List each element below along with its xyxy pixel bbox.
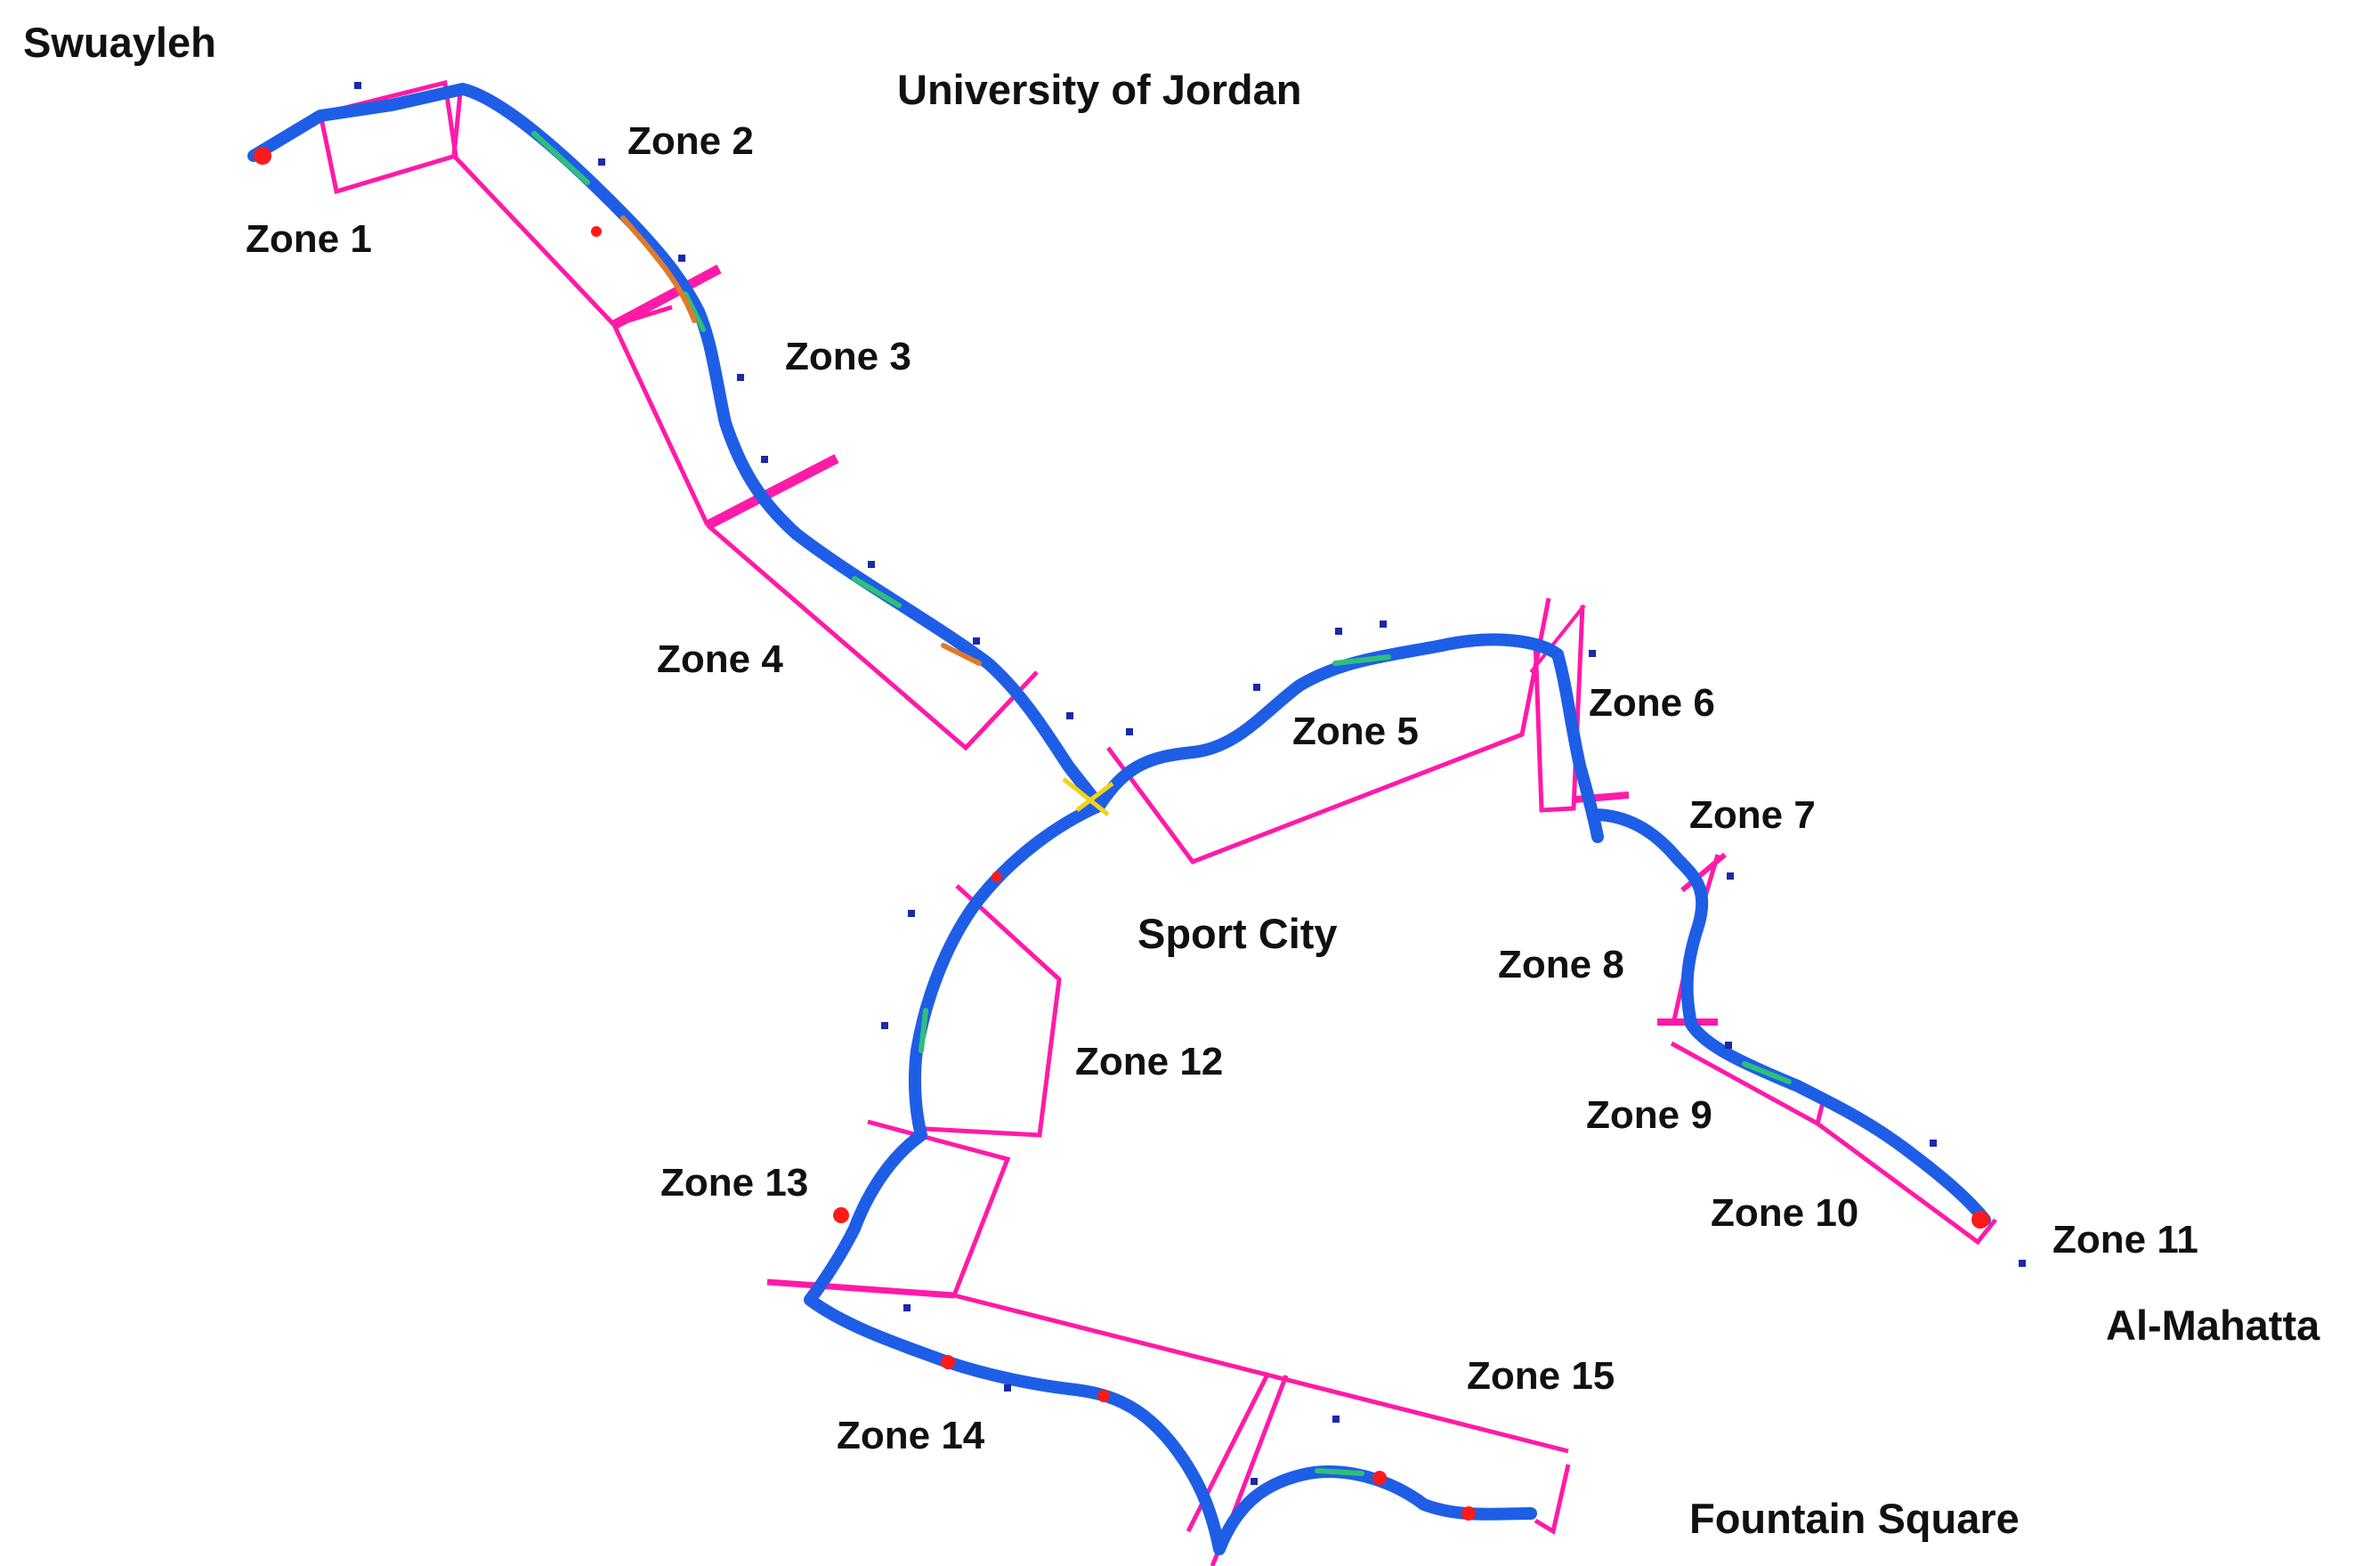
- zone-label-10: Zone 10: [1711, 1191, 1858, 1235]
- orange-zone4: [941, 643, 982, 666]
- zone-label-14: Zone 14: [837, 1414, 985, 1457]
- scatter-point: [1332, 1416, 1340, 1423]
- scatter-point: [2019, 1260, 2026, 1267]
- junction-yellow-1: [1062, 777, 1110, 816]
- zone-label-7: Zone 7: [1689, 793, 1816, 837]
- place-label-fountain-square: Fountain Square: [1689, 1495, 2020, 1542]
- zone-label-1: Zone 1: [246, 217, 372, 261]
- zone-2-3-divider: [611, 264, 722, 329]
- zone-12-boundary: [925, 884, 1062, 1138]
- scatter-point: [903, 1304, 911, 1311]
- scatter-point: [973, 637, 980, 645]
- incident-markers: [254, 147, 1989, 1521]
- highlight-zone3: [683, 291, 706, 332]
- incident-marker: [254, 147, 271, 165]
- incident-marker: [992, 872, 1002, 882]
- zone-label-3: Zone 3: [785, 335, 911, 378]
- route-zone6-11-segment: [1551, 648, 1991, 1226]
- incident-marker: [1461, 1506, 1476, 1521]
- scatter-point: [1126, 728, 1133, 735]
- zone-3-boundary: [611, 323, 710, 527]
- scatter-point: [1253, 684, 1260, 691]
- scatter-point: [1725, 1042, 1732, 1049]
- scatter-point: [354, 82, 361, 89]
- zone-label-11: Zone 11: [2052, 1218, 2198, 1262]
- zone-4-boundary: [706, 523, 1039, 751]
- incident-marker: [1971, 1211, 1989, 1229]
- scatter-point: [598, 158, 605, 166]
- highlight-zone12: [919, 1008, 928, 1053]
- scatter-point: [737, 374, 744, 381]
- highlight-zone9: [1742, 1061, 1792, 1084]
- zone-label-9: Zone 9: [1586, 1093, 1712, 1137]
- highlight-zone5: [1332, 654, 1391, 666]
- scatter-points: [354, 82, 2026, 1485]
- scatter-point: [1380, 621, 1387, 628]
- scatter-point: [908, 910, 915, 917]
- scatter-point: [868, 561, 875, 568]
- zone-13-14-divider: [766, 1278, 955, 1299]
- orange-zone3: [620, 215, 697, 323]
- place-label-sport-city: Sport City: [1137, 910, 1338, 957]
- junction-marks: [1062, 777, 1114, 816]
- scatter-point: [1727, 872, 1734, 880]
- zone-label-8: Zone 8: [1498, 943, 1624, 986]
- scatter-point: [1930, 1140, 1937, 1147]
- highlight-zone4: [852, 576, 902, 608]
- zone-label-12: Zone 12: [1075, 1040, 1223, 1083]
- route-orange-overlay: [620, 215, 982, 666]
- place-label-university: University of Jordan: [897, 66, 1301, 113]
- scatter-point: [1589, 650, 1596, 657]
- zone-label-15: Zone 15: [1467, 1354, 1615, 1398]
- zone-2-boundary: [451, 84, 673, 328]
- zone-3-4-divider: [705, 454, 839, 530]
- incident-marker: [833, 1207, 849, 1223]
- place-labels: Swuayleh University of Jordan Sport City…: [23, 19, 2320, 1542]
- scatter-point: [1066, 712, 1073, 719]
- zone-14-boundary: [953, 1293, 1569, 1454]
- scatter-point: [761, 456, 768, 463]
- zone-labels: Zone 1 Zone 2 Zone 3 Zone 4 Zone 5 Zone …: [246, 119, 2198, 1457]
- route-north-segment: [247, 83, 1105, 812]
- scatter-point: [678, 255, 685, 262]
- zone-7-8-divider: [1680, 852, 1727, 893]
- route-zone5-segment: [1093, 633, 1564, 812]
- highlight-zone15: [1315, 1468, 1364, 1476]
- incident-marker: [1097, 1390, 1110, 1402]
- zone-label-6: Zone 6: [1589, 681, 1715, 725]
- zone-6-boundary: [1533, 604, 1585, 813]
- zone-10-boundary: [1816, 1121, 1997, 1245]
- highlight-zone2: [531, 131, 590, 185]
- zone-13-boundary: [867, 1119, 1011, 1296]
- incident-marker: [591, 226, 602, 237]
- zone-label-5: Zone 5: [1292, 710, 1419, 753]
- zone-label-13: Zone 13: [660, 1161, 808, 1205]
- place-label-al-mahatta: Al-Mahatta: [2106, 1302, 2320, 1349]
- junction-yellow-2: [1075, 782, 1114, 812]
- incident-marker: [1372, 1471, 1387, 1485]
- place-label-swuayleh: Swuayleh: [23, 19, 216, 66]
- zone-6-tick: [1529, 604, 1586, 674]
- incident-marker: [941, 1355, 955, 1369]
- scatter-point: [1335, 628, 1342, 635]
- zone-label-4: Zone 4: [657, 637, 783, 681]
- scatter-point: [1251, 1478, 1258, 1485]
- zone-15-right-boundary: [1534, 1464, 1571, 1535]
- scatter-point: [881, 1022, 888, 1029]
- route-highlights: [531, 131, 1792, 1476]
- zone-label-2: Zone 2: [627, 119, 754, 163]
- scatter-point: [1004, 1384, 1011, 1392]
